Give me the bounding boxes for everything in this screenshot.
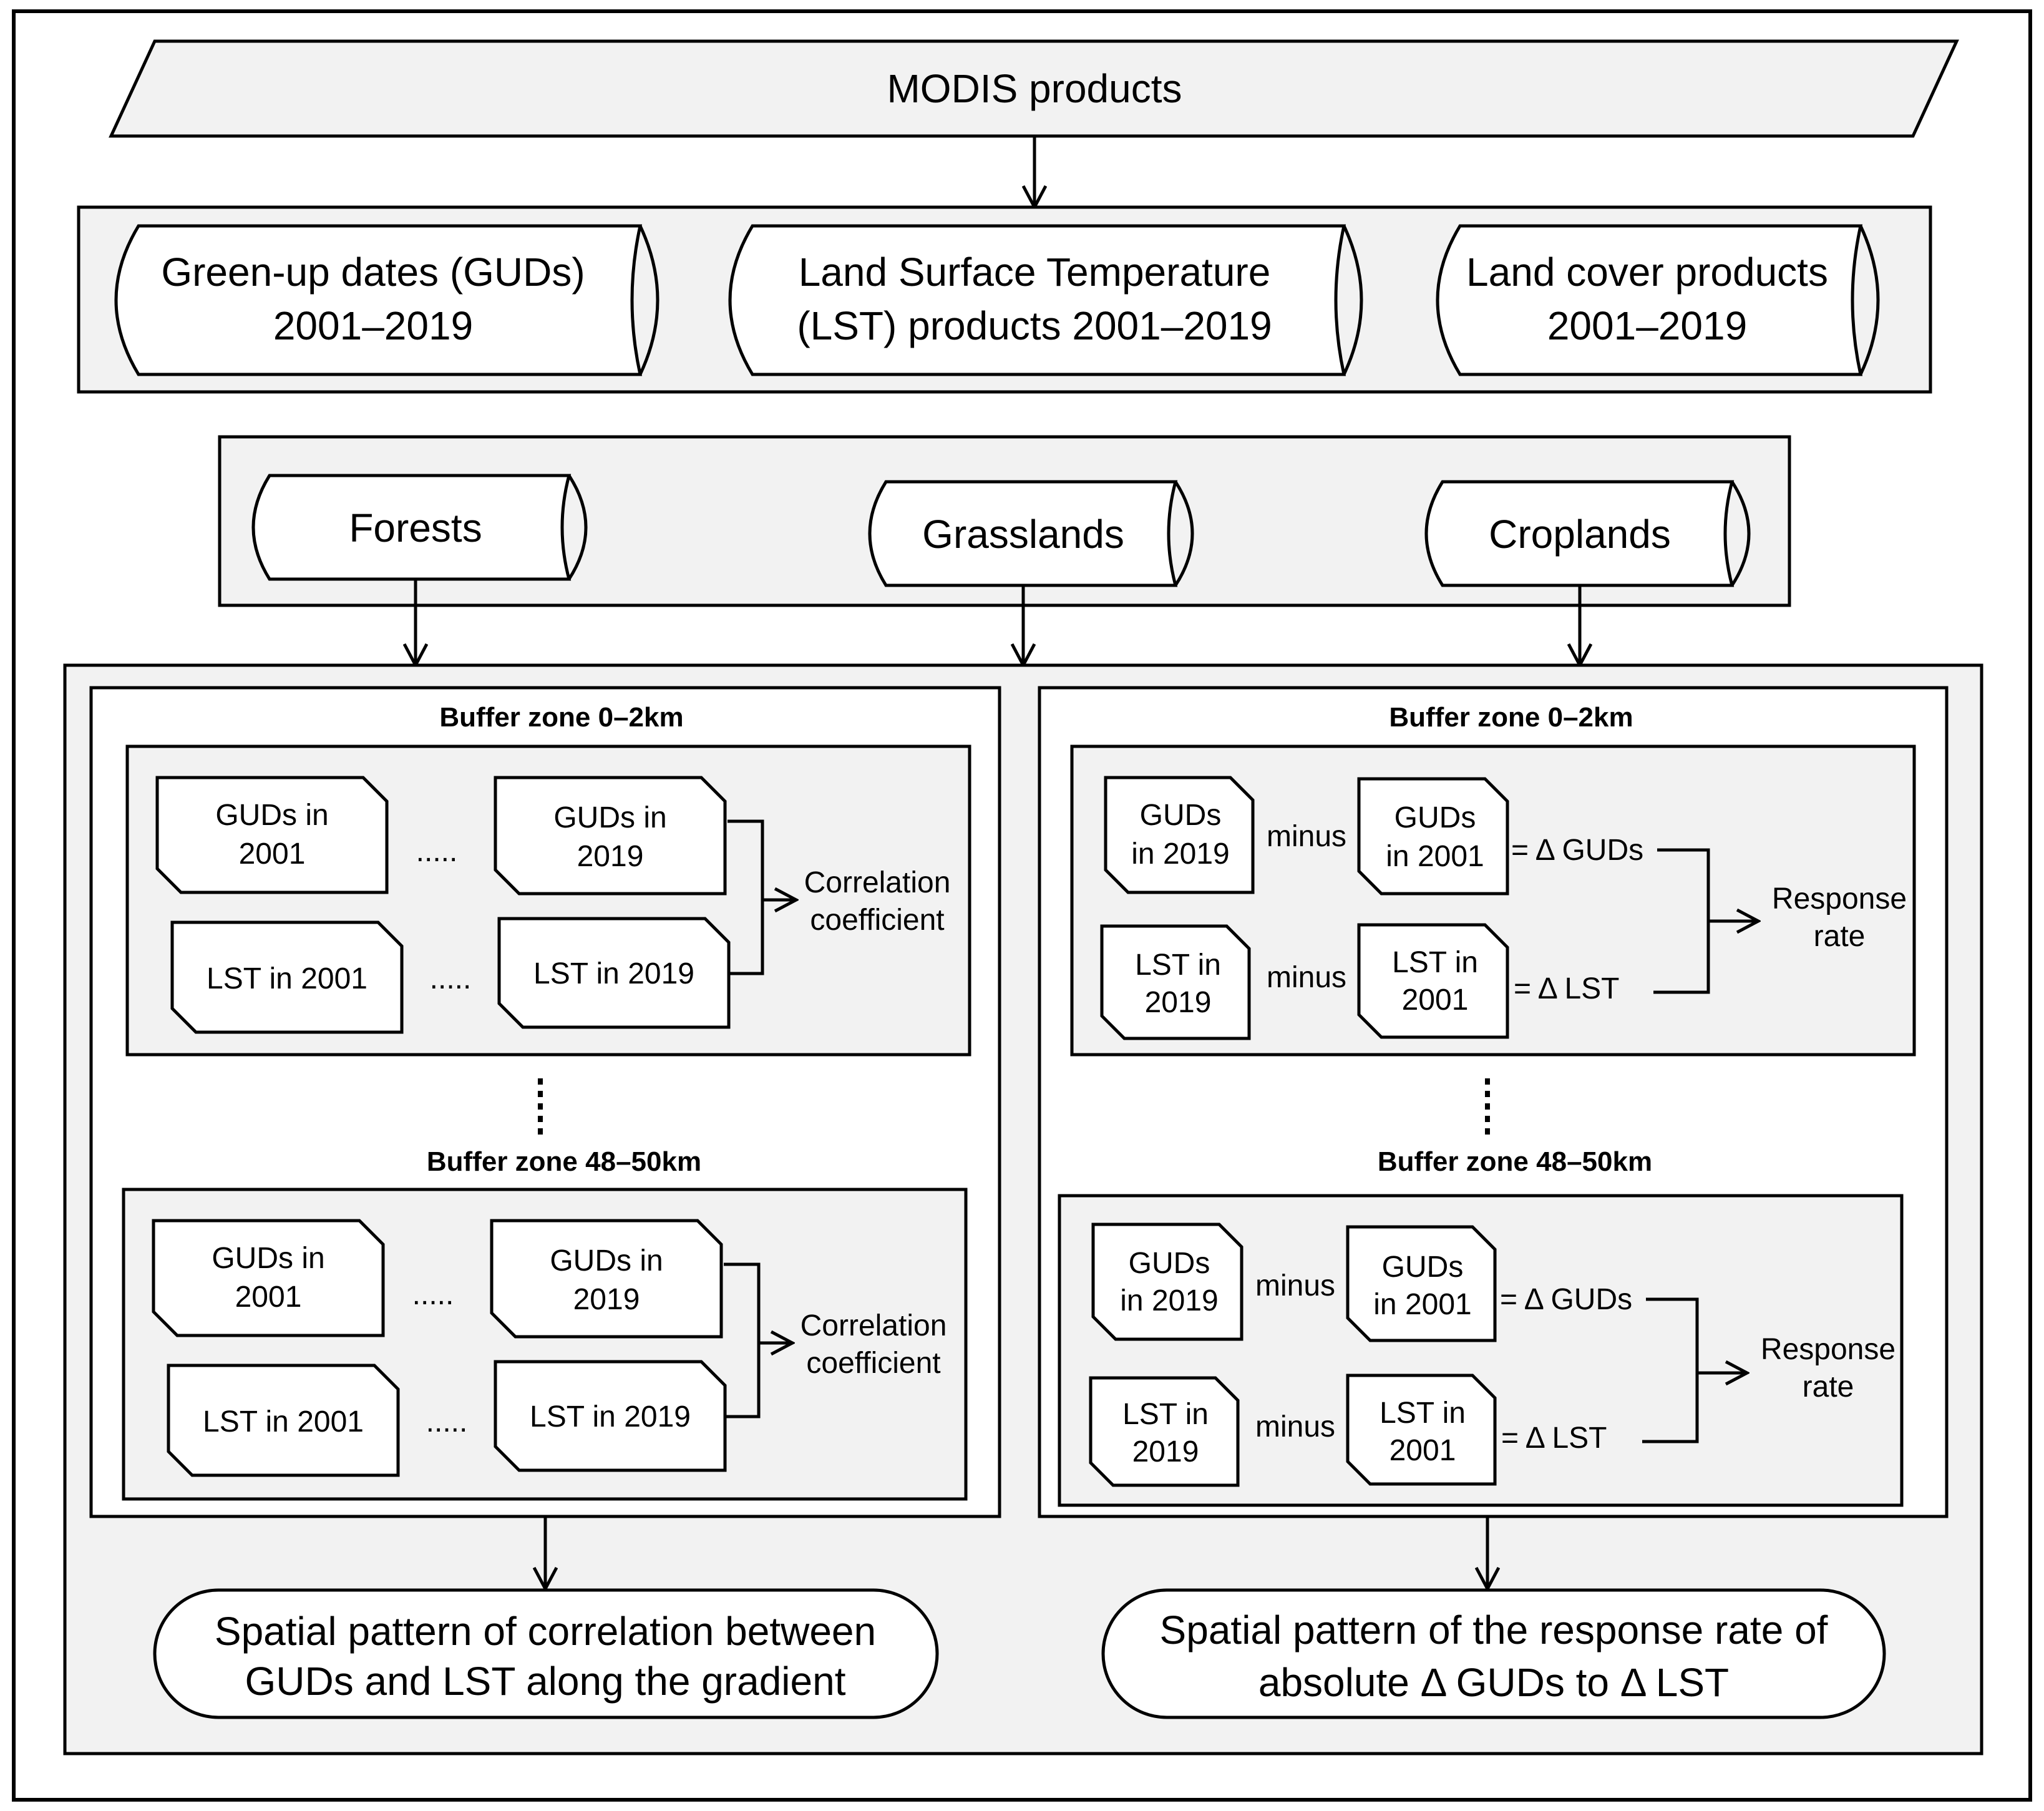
left-top-guds-2001-l1: GUDs in bbox=[215, 799, 328, 832]
landcover-forests-label: Forests bbox=[349, 505, 482, 550]
left-output-l1: Spatial pattern of correlation between bbox=[215, 1609, 876, 1654]
left-bottom-guds-2001-l2: 2001 bbox=[235, 1281, 302, 1314]
right-bottom-result-l1: Response bbox=[1761, 1333, 1896, 1366]
left-output-l2: GUDs and LST along the gradient bbox=[245, 1659, 846, 1704]
right-bottom-lst-2019-doc bbox=[1089, 1376, 1240, 1487]
landcover-grasslands-label: Grasslands bbox=[922, 512, 1124, 557]
left-top-guds-2001-l2: 2001 bbox=[239, 837, 306, 871]
product-lst: Land Surface Temperature (LST) products … bbox=[728, 224, 1363, 376]
left-bottom-lst-2019-doc bbox=[494, 1360, 727, 1472]
product-guds-line2: 2001–2019 bbox=[273, 303, 473, 348]
right-zone-top-title: Buffer zone 0–2km bbox=[1389, 702, 1633, 733]
right-top-result-l2: rate bbox=[1814, 920, 1866, 953]
right-bottom-guds-2001-l2: in 2001 bbox=[1373, 1288, 1471, 1321]
right-top-guds-2001-l1: GUDs bbox=[1394, 801, 1476, 834]
right-top-lst-2019-l1: LST in bbox=[1135, 949, 1221, 982]
right-top-guds-2001-doc bbox=[1357, 777, 1509, 896]
right-bottom-bracket bbox=[1642, 1297, 1699, 1443]
left-bottom-dots-2: ..... bbox=[426, 1405, 468, 1438]
left-top-dots-1: ..... bbox=[416, 835, 458, 868]
left-zone-top-title: Buffer zone 0–2km bbox=[439, 702, 683, 733]
left-bottom-result-l2: coefficient bbox=[806, 1347, 940, 1380]
landcover-grasslands: Grasslands bbox=[868, 480, 1194, 587]
product-guds: Green-up dates (GUDs) 2001–2019 bbox=[114, 224, 659, 376]
left-bottom-guds-2019-doc bbox=[490, 1219, 723, 1339]
right-top-delta-lst: = Δ LST bbox=[1514, 972, 1620, 1005]
right-top-lst-2019-l2: 2019 bbox=[1145, 986, 1212, 1019]
left-top-lst-2019-doc bbox=[497, 917, 731, 1029]
left-bottom-guds-2001-l1: GUDs in bbox=[212, 1242, 324, 1275]
left-bottom-lst-2019: LST in 2019 bbox=[530, 1400, 691, 1433]
right-bottom-lst-2001-doc bbox=[1346, 1374, 1497, 1486]
product-landcover-line2: 2001–2019 bbox=[1547, 303, 1747, 348]
left-bottom-lst-2001-doc bbox=[167, 1364, 400, 1477]
right-bottom-guds-2019-l1: GUDs bbox=[1129, 1247, 1210, 1280]
right-top-lst-2019-doc bbox=[1100, 924, 1251, 1040]
product-lst-line2: (LST) products 2001–2019 bbox=[797, 303, 1272, 348]
right-output-l1: Spatial pattern of the response rate of bbox=[1160, 1608, 1828, 1652]
right-top-minus-1: minus bbox=[1267, 820, 1346, 853]
left-top-guds-2019-l1: GUDs in bbox=[553, 801, 666, 834]
right-output-l2: absolute Δ GUDs to Δ LST bbox=[1258, 1660, 1729, 1705]
right-top-guds-2001-l2: in 2001 bbox=[1386, 840, 1484, 873]
product-guds-line1: Green-up dates (GUDs) bbox=[161, 250, 585, 295]
right-top-guds-2019-doc bbox=[1104, 776, 1255, 894]
right-bottom-minus-2: minus bbox=[1255, 1410, 1335, 1443]
left-top-result-l1: Correlation bbox=[804, 866, 951, 899]
left-bottom-result-l1: Correlation bbox=[801, 1309, 947, 1342]
left-bottom-guds-2019-l1: GUDs in bbox=[550, 1244, 663, 1277]
right-top-guds-2019-l1: GUDs bbox=[1140, 799, 1222, 832]
left-top-lst-2019: LST in 2019 bbox=[533, 957, 694, 990]
landcover-forests: Forests bbox=[251, 474, 588, 581]
right-top-lst-2001-l1: LST in bbox=[1392, 946, 1478, 979]
left-output-terminal bbox=[153, 1588, 939, 1719]
right-top-result-l1: Response bbox=[1772, 882, 1907, 915]
left-top-bracket bbox=[728, 819, 764, 975]
left-top-guds-2001-doc bbox=[155, 776, 389, 894]
left-bottom-dots-1: ..... bbox=[412, 1278, 454, 1311]
left-bottom-guds-2001-doc bbox=[152, 1219, 385, 1337]
left-top-dots-2: ..... bbox=[430, 962, 472, 995]
left-bottom-lst-2001: LST in 2001 bbox=[203, 1405, 364, 1438]
landcover-croplands-label: Croplands bbox=[1489, 512, 1671, 557]
left-top-guds-2019-l2: 2019 bbox=[577, 840, 644, 873]
right-bottom-guds-2001-l1: GUDs bbox=[1382, 1251, 1464, 1284]
right-bottom-lst-2001-l1: LST in bbox=[1380, 1397, 1466, 1430]
right-bottom-guds-2019-l2: in 2019 bbox=[1120, 1284, 1218, 1317]
right-top-guds-2019-l2: in 2019 bbox=[1131, 837, 1229, 871]
right-bottom-delta-lst: = Δ LST bbox=[1501, 1422, 1607, 1455]
right-bottom-guds-2001-doc bbox=[1346, 1225, 1497, 1342]
left-bottom-bracket bbox=[724, 1262, 761, 1418]
right-top-lst-2001-doc bbox=[1357, 923, 1509, 1039]
left-top-result-l2: coefficient bbox=[810, 904, 944, 937]
right-bottom-lst-2019-l1: LST in bbox=[1122, 1398, 1209, 1431]
product-landcover-line1: Land cover products bbox=[1466, 250, 1828, 295]
right-bottom-lst-2001-l2: 2001 bbox=[1389, 1434, 1456, 1467]
product-landcover: Land cover products 2001–2019 bbox=[1436, 224, 1880, 376]
right-bottom-result-l2: rate bbox=[1803, 1370, 1854, 1403]
product-lst-line1: Land Surface Temperature bbox=[799, 250, 1271, 295]
left-zone-bottom-title: Buffer zone 48–50km bbox=[427, 1146, 701, 1177]
modis-products-shape bbox=[109, 39, 1959, 138]
left-bottom-guds-2019-l2: 2019 bbox=[573, 1283, 640, 1316]
right-top-minus-2: minus bbox=[1267, 961, 1346, 994]
modis-products-label: MODIS products bbox=[887, 66, 1182, 111]
right-bottom-minus-1: minus bbox=[1255, 1269, 1335, 1302]
left-top-lst-2001-doc bbox=[170, 920, 404, 1034]
right-bottom-delta-guds: = Δ GUDs bbox=[1500, 1283, 1632, 1316]
right-output-terminal bbox=[1101, 1588, 1886, 1719]
left-top-guds-2019-doc bbox=[494, 776, 727, 896]
right-top-delta-guds: = Δ GUDs bbox=[1511, 834, 1643, 867]
right-top-lst-2001-l2: 2001 bbox=[1402, 984, 1469, 1017]
right-zone-bottom-title: Buffer zone 48–50km bbox=[1378, 1146, 1652, 1177]
right-bottom-guds-2019-doc bbox=[1091, 1223, 1243, 1341]
left-top-lst-2001: LST in 2001 bbox=[207, 962, 367, 995]
landcover-croplands: Croplands bbox=[1424, 480, 1751, 587]
right-bottom-lst-2019-l2: 2019 bbox=[1132, 1435, 1199, 1468]
